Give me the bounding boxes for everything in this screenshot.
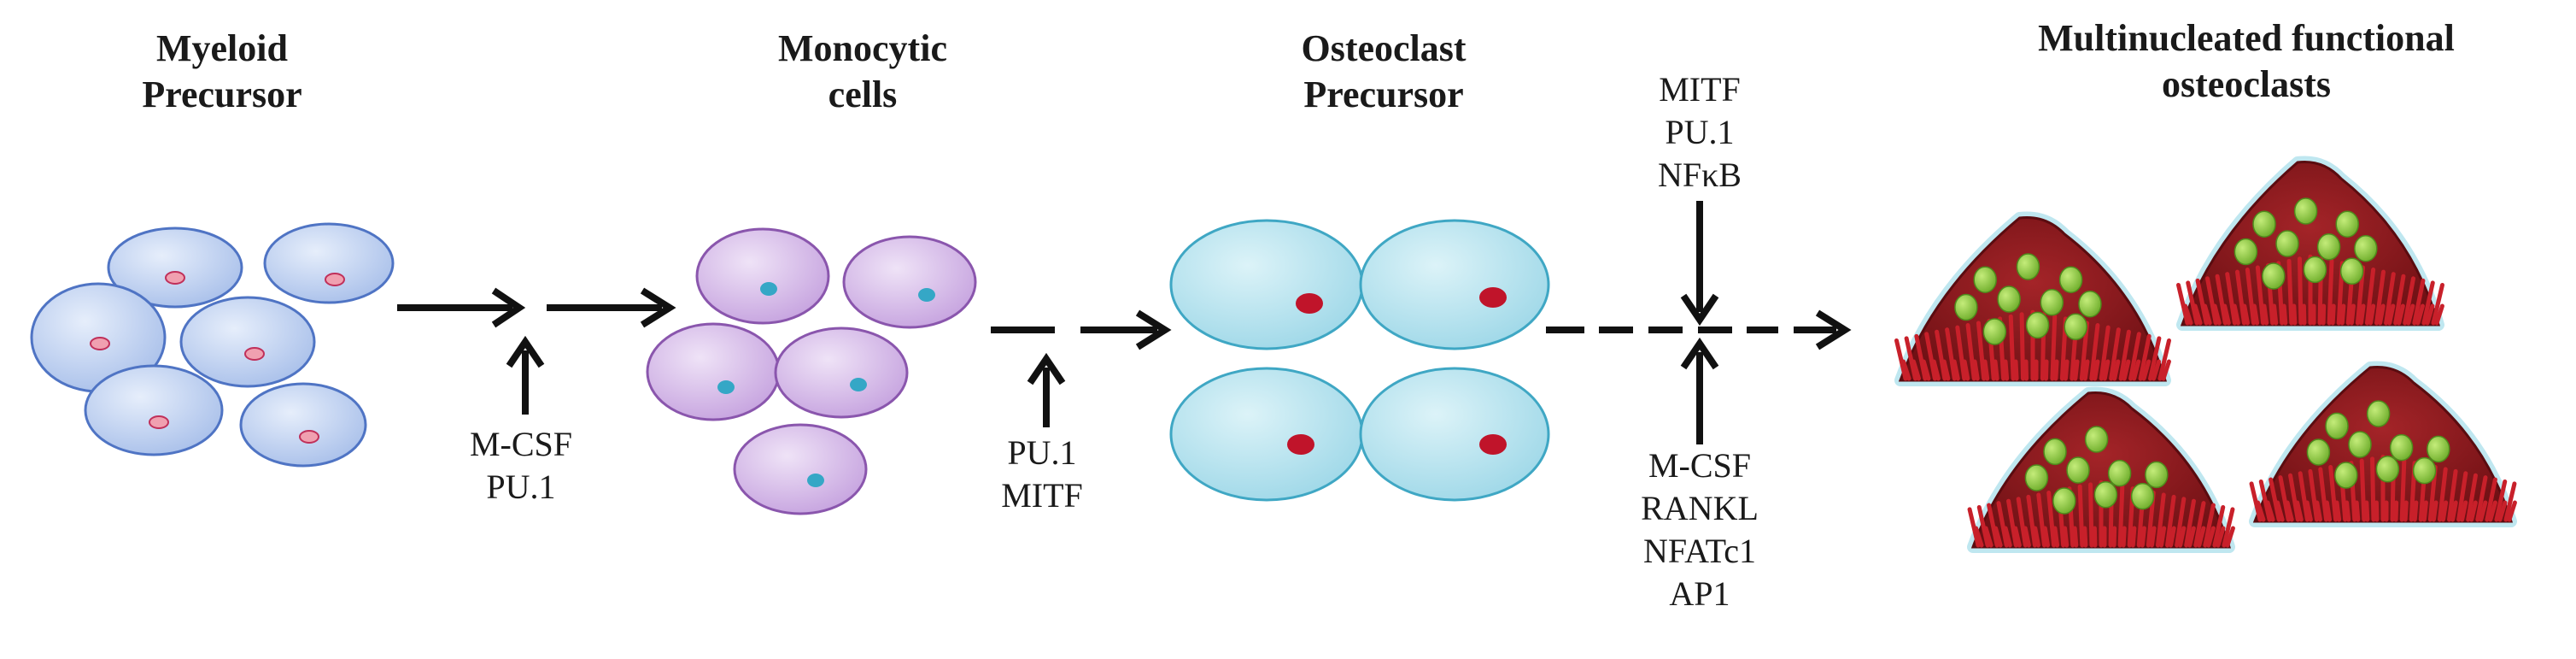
- monocytic-cell: [842, 235, 977, 329]
- osteoclast-ruffled-border: [1894, 309, 2171, 381]
- osteoclast-precursor-cell: [1169, 219, 1364, 350]
- osteoclast-nucleus: [2252, 210, 2276, 238]
- osteoclast-body: [1898, 215, 2168, 382]
- monocytic-cells: [646, 227, 977, 515]
- osteoclast-nucleus: [2293, 197, 2318, 225]
- osteoclast-precursor-cells: [1169, 219, 1550, 502]
- monocytic-cell: [695, 227, 830, 325]
- osteoclast-nucleus: [2107, 459, 2132, 487]
- osteoclast-nucleus: [2040, 289, 2064, 316]
- osteoclast-nucleus: [2303, 256, 2327, 284]
- monocytic-nucleus: [760, 282, 777, 296]
- osteoclast-precursor-nucleus: [1296, 293, 1323, 314]
- osteoclast-nucleus: [2354, 234, 2378, 262]
- osteoclast-nucleus: [2339, 257, 2364, 285]
- myeloid-cell: [107, 227, 243, 309]
- osteoclast-nucleus: [2058, 266, 2083, 293]
- myeloid-nucleus: [299, 430, 319, 444]
- osteoclast-nucleus: [2025, 311, 2050, 339]
- osteoclast-nucleus: [2066, 456, 2090, 484]
- osteoclast-precursor-cell: [1169, 367, 1364, 502]
- osteoclast-nucleus: [2427, 435, 2450, 463]
- myeloid-cell: [179, 296, 316, 388]
- osteoclast-body: [2180, 160, 2440, 327]
- osteoclast-ruffled-border: [1967, 480, 2235, 548]
- arrow-step1: [397, 287, 676, 415]
- myeloid-nucleus: [165, 271, 185, 285]
- osteoclast-cell: [1894, 211, 2171, 386]
- osteoclast-nucleus: [2375, 456, 2400, 483]
- osteoclast-precursor-nucleus: [1479, 287, 1507, 308]
- osteoclast-nucleus: [2316, 233, 2341, 261]
- osteoclast-body: [1970, 391, 2232, 549]
- monocytic-nucleus: [807, 474, 824, 487]
- arrow-step2: [991, 309, 1172, 427]
- osteoclast-nucleus: [2412, 456, 2437, 485]
- osteoclast-ruffled-border: [2249, 454, 2517, 522]
- osteoclast-nucleus: [2084, 426, 2109, 453]
- monocytic-nucleus: [850, 378, 867, 391]
- myeloid-cell: [84, 364, 224, 456]
- osteoclast-cell: [2176, 156, 2444, 331]
- osteoclast-nucleus: [2024, 464, 2049, 491]
- osteoclast-precursor-cell: [1359, 219, 1550, 350]
- osteoclast-nucleus: [2064, 313, 2087, 341]
- osteoclast-nucleus: [2262, 262, 2286, 290]
- osteoclast-nucleus: [2275, 230, 2299, 257]
- myeloid-nucleus: [325, 273, 345, 286]
- osteoclast-nucleus: [1973, 266, 1997, 293]
- osteoclast-nucleus: [2306, 438, 2331, 466]
- myeloid-nucleus: [244, 347, 265, 361]
- osteoclast-nucleus: [1982, 318, 2007, 345]
- osteoclast-nucleus: [2348, 431, 2372, 458]
- osteoclast-body: [2252, 365, 2514, 523]
- osteoclast-cell: [2249, 361, 2517, 527]
- osteoclast-cell: [1967, 386, 2235, 553]
- osteoclast-nucleus: [1954, 293, 1978, 321]
- osteoclast-nucleus: [2234, 238, 2258, 266]
- osteoclast-nucleus: [2016, 253, 2040, 280]
- myeloid-cell: [239, 382, 367, 468]
- myeloid-cell: [30, 282, 167, 393]
- osteoclast-nucleus: [2366, 400, 2391, 427]
- osteoclast-nucleus: [2078, 290, 2102, 318]
- osteoclast-nucleus: [2389, 433, 2414, 462]
- osteoclast-precursor-nucleus: [1287, 434, 1314, 455]
- multinucleated-osteoclasts: [1894, 156, 2517, 553]
- myeloid-nucleus: [149, 415, 169, 429]
- monocytic-cell: [733, 423, 868, 515]
- osteoclast-nucleus: [2130, 482, 2155, 510]
- monocytic-nucleus: [717, 380, 735, 394]
- osteoclast-nucleus: [2052, 487, 2076, 515]
- myeloid-cell: [263, 222, 395, 304]
- osteoclast-nucleus: [2093, 481, 2118, 509]
- myeloid-precursor-cells: [30, 222, 395, 468]
- osteoclast-nucleus: [2043, 438, 2067, 466]
- monocytic-cell: [774, 327, 909, 419]
- monocytic-cell: [646, 322, 781, 421]
- osteoclast-precursor-nucleus: [1479, 434, 1507, 455]
- osteoclast-nucleus: [1997, 285, 2021, 313]
- osteoclast-nucleus: [2334, 462, 2358, 489]
- osteoclast-precursor-cell: [1359, 367, 1550, 502]
- monocytic-nucleus: [918, 288, 935, 302]
- osteoclast-nucleus: [2335, 210, 2359, 238]
- myeloid-nucleus: [90, 337, 110, 350]
- osteoclast-nucleus: [2325, 412, 2349, 440]
- arrow-step3: [1546, 201, 1852, 444]
- osteoclast-nucleus: [2145, 461, 2169, 489]
